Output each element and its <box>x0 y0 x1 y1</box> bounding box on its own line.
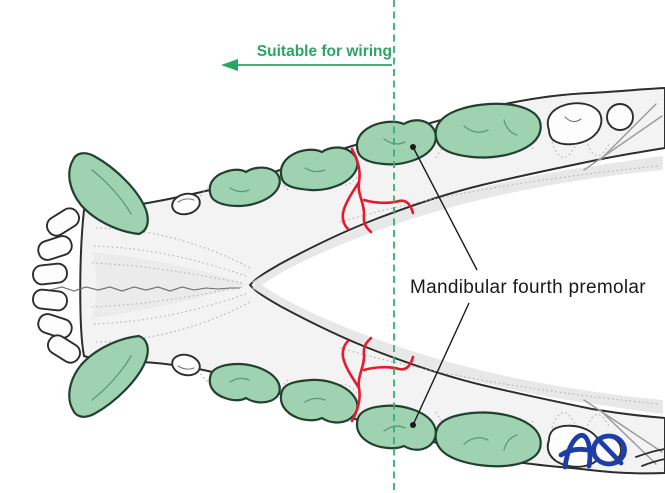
tooth-third-premolar-upper <box>279 146 359 192</box>
incisor-tooth <box>46 207 80 237</box>
pointer-dot-lower <box>410 422 416 428</box>
upper-ramus-inner-shade <box>252 156 663 288</box>
incisor-tooth <box>37 313 73 339</box>
ao-logo-letter-a-bar <box>558 446 595 458</box>
tooth-second-premolar-upper <box>208 166 281 208</box>
tooth-first-premolar-lower <box>171 353 201 377</box>
incisor-tooth <box>32 288 68 312</box>
symphysis-suture-line <box>49 286 240 292</box>
premolar-pointer-upper <box>410 144 478 271</box>
fracture-lines-lower <box>341 336 415 423</box>
caudal-shading-strokes <box>583 103 665 467</box>
premolar-label: Mandibular fourth premolar <box>410 277 646 298</box>
wiring-arrow <box>221 59 392 71</box>
tooth-first-molar-lower <box>434 411 542 468</box>
premolar-pointer-lower <box>410 302 470 428</box>
ao-logo-letter-o-tail <box>595 436 624 466</box>
ao-logo-letter-o <box>591 433 627 467</box>
tooth-canine-upper <box>68 152 149 236</box>
incisor-tooth <box>32 262 68 286</box>
incisor-tooth <box>37 235 73 261</box>
tooth-third-molar-upper <box>606 103 634 131</box>
tooth-second-premolar-lower <box>208 362 281 404</box>
fracture-lines-upper <box>341 147 415 234</box>
ao-logo-letter-a <box>562 432 593 470</box>
pointer-dot-upper <box>410 144 416 150</box>
incisor-teeth <box>32 207 81 364</box>
left-arrowhead-icon <box>221 59 238 71</box>
ao-logo <box>558 432 627 470</box>
tooth-second-molar-upper <box>546 102 603 146</box>
lower-ramus-inner-shade <box>252 282 663 414</box>
tooth-third-premolar-lower <box>279 378 359 424</box>
symphysis-shade <box>92 252 246 318</box>
tooth-canine-lower <box>68 334 149 418</box>
tooth-first-premolar-upper <box>171 192 201 216</box>
tooth-first-molar-upper <box>434 102 542 159</box>
bone-shading <box>92 156 663 414</box>
upper-tooth-row <box>68 102 634 236</box>
wiring-label: Suitable for wiring <box>257 43 392 60</box>
incisor-tooth <box>47 334 81 364</box>
